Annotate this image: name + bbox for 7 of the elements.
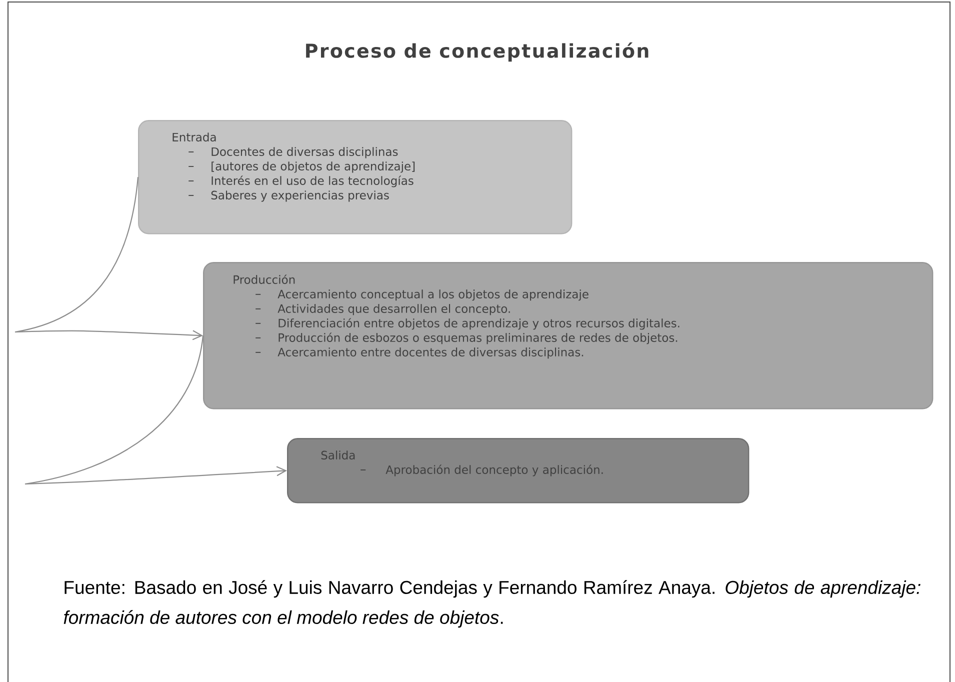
curved-arrow <box>14 177 203 340</box>
box: Producción Acercamiento conceptual a los objetos de aprendizaje Actividades que desarrollen el concepto. Diferenciación entre objetos de aprendizaje y otros recursos digitales. Producción de esbozos o esquemas preliminares de redes de objetos. Acercamiento entre docentes de diversas disciplinas. <box>203 262 934 410</box>
curved-arrow <box>24 336 287 485</box>
title: Proceso de conceptualización <box>306 42 648 62</box>
box: Salida Aprobación del concepto y aplicación. <box>287 438 750 504</box>
box: Entrada Docentes de diversas disciplinas [autores de objetos de aprendizaje] Interés en el uso de las tecnologías Saberes y experiencias previas <box>138 120 572 234</box>
caption: Fuente: Basado en José y Luis Navarro Cendejas y Fernando Ramírez Anaya. Objetos de aprendizaje: formación de autores con el modelo redes de objetos. <box>64 580 920 628</box>
